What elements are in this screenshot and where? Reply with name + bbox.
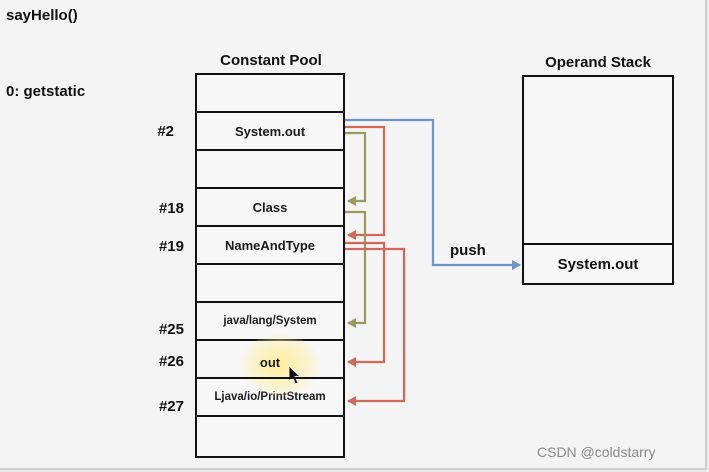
index-label-19: #19 — [158, 238, 184, 255]
pool-cell-2: System.out — [197, 113, 343, 151]
operand-stack-title: Operand Stack — [545, 54, 651, 71]
index-label-2: #2 — [157, 123, 174, 140]
pool-cell-empty-bottom — [197, 417, 343, 455]
pool-cell-empty-top — [197, 75, 343, 113]
operand-stack-top: System.out — [524, 243, 672, 283]
pool-cell-26-label: out — [259, 355, 281, 370]
index-label-26: #26 — [158, 353, 184, 370]
pool-cell-26 — [197, 341, 343, 379]
cursor-highlight — [240, 334, 320, 396]
pool-cell-empty — [197, 151, 343, 189]
index-label-18: #18 — [158, 200, 184, 217]
pool-cell-27: Ljava/io/PrintStream — [197, 379, 343, 417]
pool-cell-18: Class — [197, 189, 343, 227]
instruction-label: 0: getstatic — [6, 83, 86, 100]
constant-pool-title: Constant Pool — [220, 52, 322, 69]
method-label: sayHello() — [6, 7, 78, 24]
index-label-27: #27 — [158, 398, 184, 415]
push-label: push — [450, 242, 486, 259]
pool-cell-19: NameAndType — [197, 227, 343, 265]
index-label-25: #25 — [158, 321, 184, 338]
constant-pool-table: System.out Class NameAndType java/lang/S… — [195, 73, 345, 458]
watermark: CSDN @coldstarry — [537, 444, 656, 460]
operand-stack-box: System.out — [522, 75, 674, 285]
pool-cell-empty — [197, 265, 343, 303]
